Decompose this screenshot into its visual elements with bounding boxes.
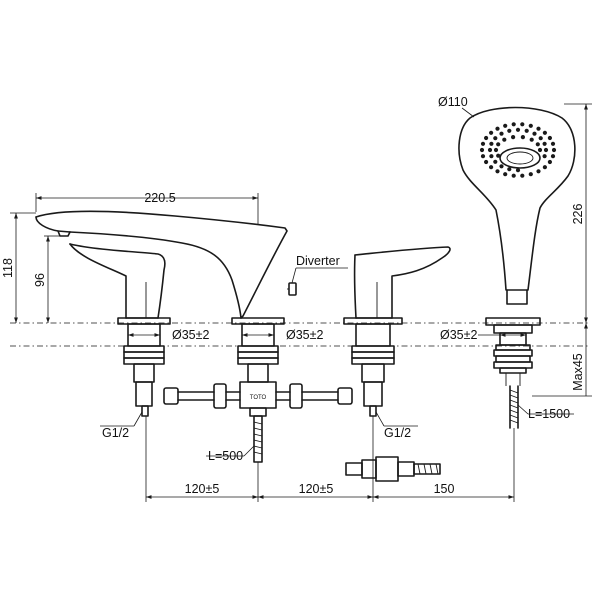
spray-hole [543, 147, 549, 153]
spray-hole [537, 147, 543, 153]
spray-hole [480, 154, 486, 159]
spray-hole [528, 172, 533, 177]
spray-hole [536, 126, 541, 131]
spray-hole [511, 122, 516, 127]
spray-hole [515, 127, 521, 132]
spacing-3-label: 150 [434, 482, 455, 496]
spray-hole [547, 135, 553, 141]
hole-mid-label: Ø35±2 [286, 328, 323, 342]
hose-inlet-label: L=500 [208, 449, 243, 463]
valve-right [343, 317, 403, 417]
spray-hole [510, 135, 516, 140]
spray-hole [495, 126, 500, 131]
spray-hole [503, 172, 508, 177]
hole-dimensions: Ø35±2 Ø35±2 Ø35±2 [128, 328, 526, 342]
inlet-fitting [345, 456, 441, 482]
spray-hole [542, 165, 548, 170]
spray-hole [542, 154, 547, 159]
connection-pipes [163, 383, 353, 409]
hand-shower [458, 106, 576, 305]
spray-hole [542, 141, 547, 146]
spray-hole [536, 169, 541, 174]
dimension-heights: 118 96 [1, 212, 60, 323]
hole-right-label: Ø35±2 [440, 328, 477, 342]
diverter-label: Diverter [296, 254, 340, 268]
spray-hole [496, 142, 501, 147]
dimension-spout-reach: 220.5 [35, 191, 259, 225]
height-spout-label: 118 [1, 258, 15, 278]
spray-hole [511, 173, 516, 178]
spray-hole [520, 135, 526, 140]
spray-hole [550, 141, 556, 146]
spray-hole [489, 141, 494, 146]
right-handle [353, 246, 451, 319]
spray-hole [528, 123, 533, 128]
max-deck-label: Max45 [571, 353, 585, 391]
thread-right-label: G1/2 [384, 426, 411, 440]
spray-hole [489, 130, 494, 135]
spout [35, 210, 297, 319]
spray-hole [503, 123, 508, 128]
spray-hole [484, 135, 489, 141]
height-total-label: 226 [571, 204, 585, 225]
shower-diameter-callout: Ø110 [438, 95, 475, 118]
inlet-hose-ridges [253, 421, 263, 455]
valve-left [117, 317, 171, 417]
dimension-spacing: 120±5 120±5 150 [145, 416, 515, 502]
spray-hole [489, 154, 494, 159]
spray-hole [496, 153, 501, 158]
left-handle [69, 243, 166, 319]
spray-hole [550, 154, 556, 159]
height-outlet-label: 96 [33, 273, 47, 287]
spray-hole [535, 142, 540, 147]
thread-callouts: G1/2 G1/2 [100, 411, 418, 440]
spray-hole [529, 137, 534, 142]
valve-middle [231, 317, 285, 463]
spray-hole [495, 169, 500, 174]
spacing-2-label: 120±5 [299, 482, 334, 496]
spray-hole [499, 131, 504, 136]
spray-hole [520, 173, 525, 178]
spray-hole [507, 167, 512, 172]
spray-hole [524, 128, 529, 133]
spray-hole [493, 147, 499, 153]
deck-lines [10, 322, 590, 347]
spout-reach-label: 220.5 [144, 191, 175, 205]
spray-hole [493, 159, 498, 164]
hose-ridges [509, 389, 519, 424]
dimension-shower-height: 226 Max45 [532, 103, 592, 397]
spray-hole [547, 159, 553, 165]
spray-hole [532, 131, 537, 136]
spray-hole [493, 136, 498, 141]
spray-hole [502, 137, 507, 142]
spray-hole [551, 147, 557, 153]
shower-diameter-label: Ø110 [438, 95, 468, 109]
diverter-callout: Diverter [291, 254, 348, 284]
spray-hole [542, 130, 548, 135]
hole-left-label: Ø35±2 [172, 328, 209, 342]
thread-left-label: G1/2 [102, 426, 129, 440]
spray-hole [515, 168, 521, 173]
spray-hole [507, 128, 512, 133]
spacing-1-label: 120±5 [185, 482, 220, 496]
spray-hole [489, 165, 494, 170]
spray-hole [479, 147, 485, 153]
hose-callouts: L=1500 L=500 [206, 404, 574, 463]
spray-holes [479, 122, 557, 178]
spray-hole [499, 164, 504, 169]
brand-mark: TOTO [250, 395, 267, 401]
hose-shower-label: L=1500 [528, 407, 570, 421]
spray-hole [538, 136, 543, 141]
shower-mount [485, 317, 541, 429]
spray-hole [484, 159, 489, 165]
spray-hole [487, 147, 493, 153]
spray-hole [480, 141, 486, 146]
spray-hole [520, 122, 525, 127]
